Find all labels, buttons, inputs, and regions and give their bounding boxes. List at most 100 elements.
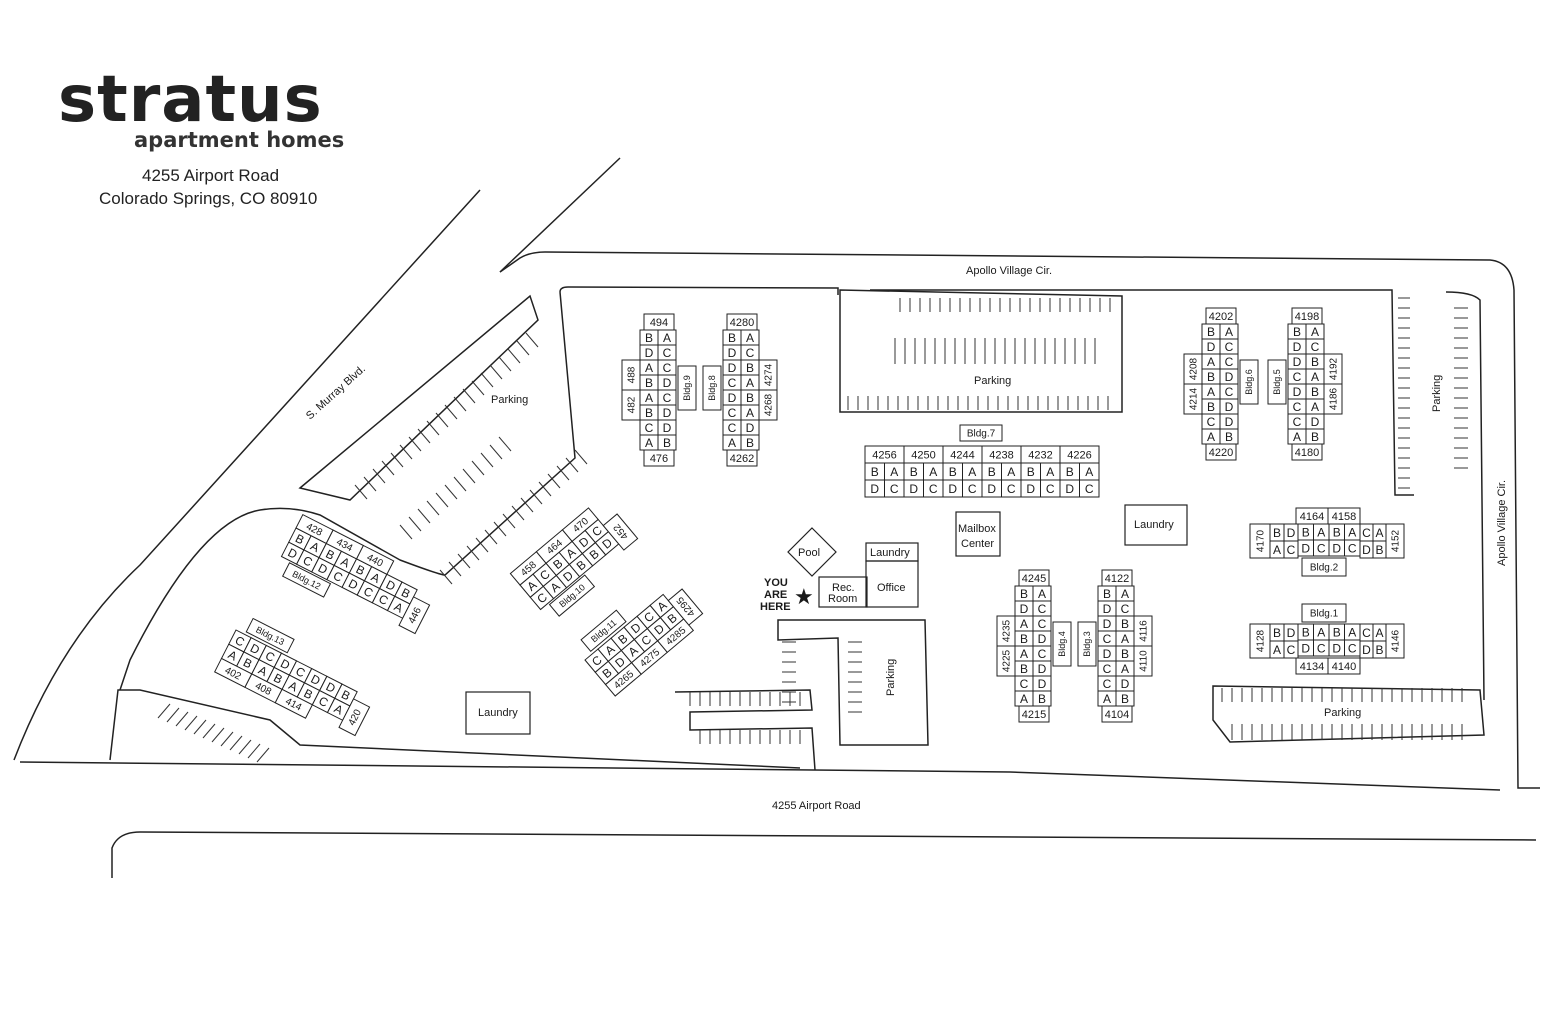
bldg8-unit: B — [728, 331, 736, 345]
bldg3-unit: A — [1121, 662, 1129, 676]
rec-room-label-1: Rec. — [832, 582, 855, 594]
bldg5-unit: B — [1311, 430, 1319, 444]
pool-label: Pool — [798, 547, 820, 559]
bldg2-right-num-box — [1385, 523, 1405, 559]
laundry-label-1: Laundry — [478, 707, 518, 719]
bldg9-unit: D — [663, 376, 672, 390]
bldg6-unit: A — [1207, 385, 1215, 399]
bldg6-num-top: 4202 — [1209, 311, 1233, 323]
mailbox-label-1: Mailbox — [958, 523, 996, 535]
bldg3-unit: C — [1121, 602, 1130, 616]
bldg1-right-num: 4146 — [1391, 629, 1402, 652]
bldg8-unit: C — [728, 421, 737, 435]
road-outer-edge — [499, 251, 1540, 789]
bldg1-unit: C — [1287, 643, 1296, 657]
bldg8-unit: A — [728, 436, 736, 450]
bldg1-unit: D — [1287, 626, 1296, 640]
bldg7-unit: B — [1066, 465, 1074, 479]
parking-stripe — [372, 468, 386, 484]
bldg8-num-top: 4280 — [730, 317, 754, 329]
parking-stripe — [462, 388, 476, 404]
parking-stripe — [556, 465, 570, 481]
you-are-here-3: HERE — [760, 601, 791, 613]
bldg9-num-bottom-box — [643, 449, 675, 467]
parking-stripe — [238, 739, 252, 755]
bldg7-unit: B — [988, 465, 996, 479]
bldg4-side-num-2-box — [996, 645, 1016, 677]
rec-room-label-2: Room — [828, 593, 857, 605]
bldg3-num-top: 4122 — [1105, 573, 1129, 585]
parking-stripe — [439, 569, 453, 585]
parking-stripe — [166, 707, 180, 723]
bldg7-unit: D — [987, 482, 996, 496]
inner-loop-bottom — [109, 689, 801, 769]
bay-3 — [1212, 685, 1485, 743]
bldg2-unit: A — [1375, 526, 1383, 540]
bldg6-num-bottom: 4220 — [1209, 447, 1233, 459]
bldg6-unit: A — [1207, 430, 1215, 444]
bay-top — [839, 289, 1123, 413]
bldg3-unit: A — [1103, 692, 1111, 706]
bldg9-unit: C — [645, 421, 654, 435]
bldg7-unit: D — [1026, 482, 1035, 496]
road-inner-top — [870, 289, 1414, 496]
bldg9-unit: A — [645, 436, 653, 450]
bldg8-unit: D — [728, 361, 737, 375]
bldg3-unit: C — [1103, 677, 1112, 691]
bldg1-unit: A — [1273, 643, 1281, 657]
bldg1-name: Bldg.1 — [1310, 609, 1339, 620]
bldg7-unit: B — [871, 465, 879, 479]
bldg6-num-bottom-box — [1205, 443, 1237, 461]
address-line-2: Colorado Springs, CO 80910 — [99, 189, 318, 208]
bldg1-unit: B — [1302, 625, 1310, 639]
bldg4-num-top: 4245 — [1022, 573, 1046, 585]
bldg7-unit: B — [949, 465, 957, 479]
pool-box — [787, 527, 837, 577]
bldg6-unit: B — [1207, 325, 1215, 339]
parking-stripe — [565, 457, 579, 473]
bldg8-unit: D — [728, 346, 737, 360]
bldg7-unit: B — [1027, 465, 1035, 479]
parking-stripe — [511, 505, 525, 521]
amenities — [465, 504, 1188, 735]
bldg2-unit: D — [1332, 541, 1341, 555]
bldg9-num-top: 494 — [650, 317, 668, 329]
bldg7-unit: C — [1046, 482, 1055, 496]
parking-stripe — [229, 735, 243, 751]
bldg3-num-bottom-box — [1101, 705, 1133, 723]
bldg4-num-bottom-box — [1018, 705, 1050, 723]
bldg7-unit: D — [909, 482, 918, 496]
parking-stripe — [444, 484, 458, 500]
bldg7-unit: D — [870, 482, 879, 496]
parking-stripe — [399, 524, 413, 540]
parking-stripe — [457, 553, 471, 569]
bldg13-end-num-box — [338, 698, 371, 737]
parking-stripe — [453, 476, 467, 492]
parking-stripe — [426, 420, 440, 436]
bldg2-num-box — [1327, 507, 1361, 525]
bldg12-num-box — [355, 544, 395, 575]
bldg1-unit: C — [1362, 626, 1371, 640]
parking-stripe — [390, 452, 404, 468]
bldg9-unit: C — [663, 361, 672, 375]
bldg9-side-num-2: 482 — [627, 396, 638, 413]
bldg5-unit: D — [1293, 340, 1302, 354]
address-line-1: 4255 Airport Road — [142, 166, 280, 185]
bldg10-name-box — [548, 574, 596, 617]
parking-stripe — [480, 452, 494, 468]
bldg11-name-box — [580, 609, 627, 652]
bldg4-unit: D — [1038, 677, 1047, 691]
bldg5-unit: A — [1311, 370, 1319, 384]
parking-strip-left — [298, 294, 539, 501]
bldg9-unit: A — [663, 331, 671, 345]
parking-stripe — [202, 723, 216, 739]
apollo-side-label: Apollo Village Cir. — [1496, 480, 1508, 566]
parking-stripe — [363, 476, 377, 492]
bldg9-side-num-2-box — [621, 389, 641, 421]
bldg5-unit: D — [1293, 355, 1302, 369]
